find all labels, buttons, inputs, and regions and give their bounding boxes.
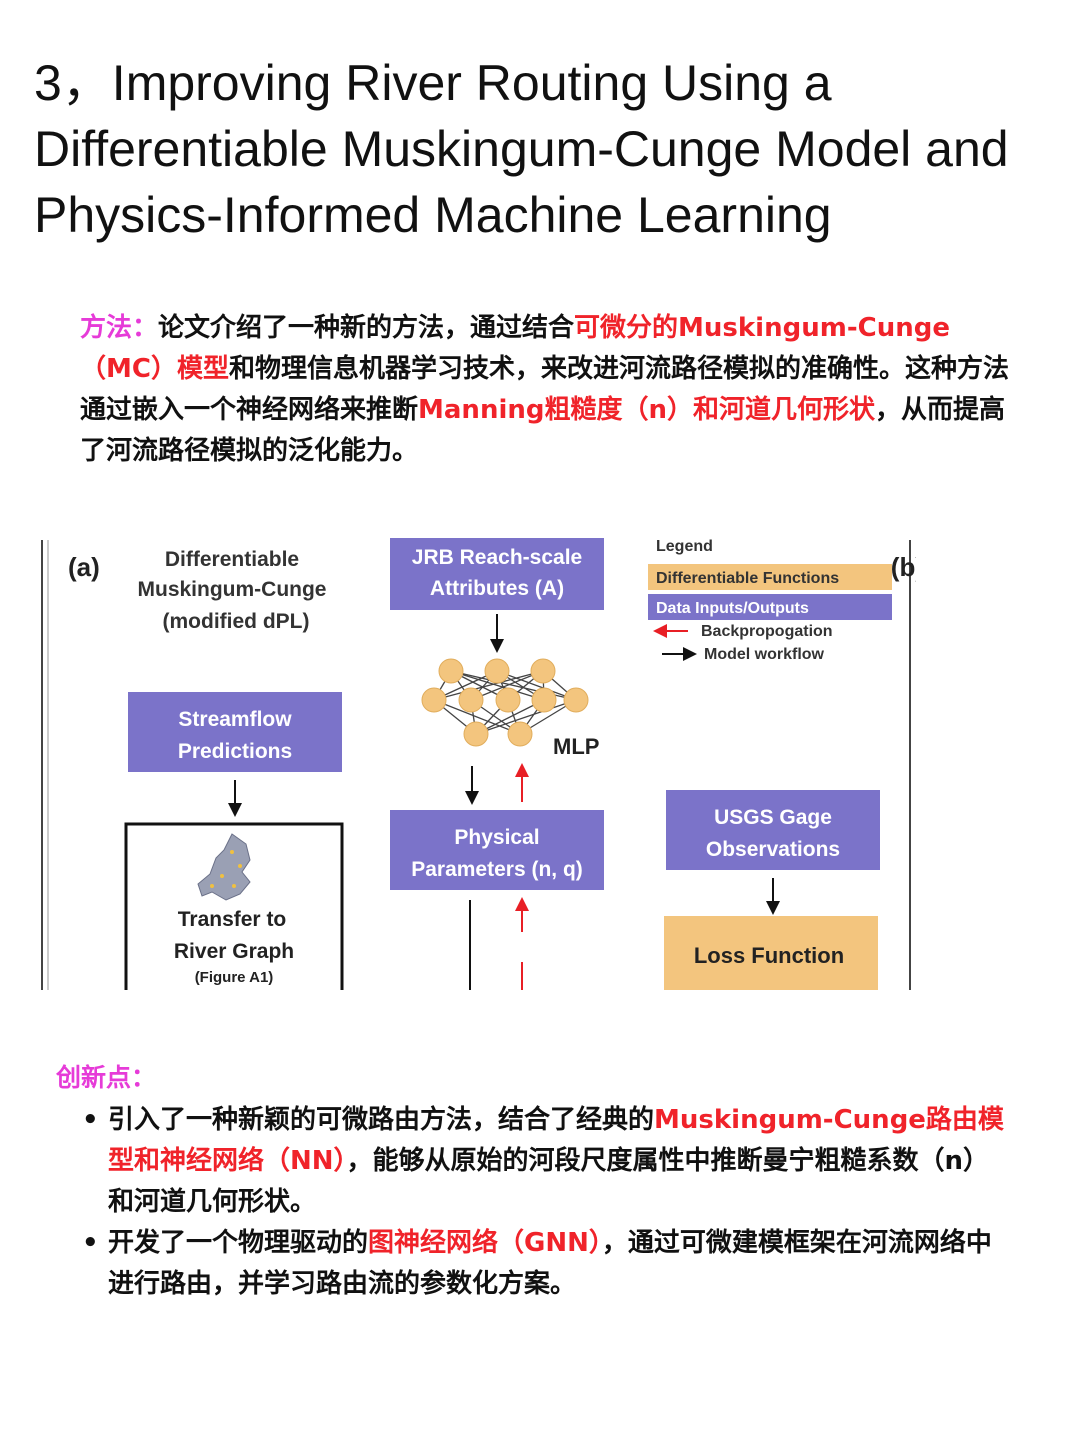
legend-differentiable-label: Differentiable Functions bbox=[656, 570, 839, 587]
panel-b-label: (b) bbox=[891, 552, 916, 582]
method-highlight-1: 可微分的Muskingum-Cunge（MC）模型 bbox=[80, 313, 950, 384]
innovation-2-highlight: 图神经网络（GNN） bbox=[368, 1228, 602, 1258]
diagram-svg: (a) (b) Differentiable Muskingum-Cunge (… bbox=[41, 538, 916, 990]
legend-workflow-label: Model workflow bbox=[704, 646, 825, 663]
innovation-1-highlight: Muskingum-Cunge路由模型和神经网络（NN） bbox=[108, 1105, 1004, 1176]
innovation-item-2: 开发了一个物理驱动的图神经网络（GNN），通过可微建模框架在河流网络中进行路由，… bbox=[80, 1223, 1010, 1305]
streamflow-line-1: Streamflow bbox=[178, 708, 292, 731]
method-highlight-2: Manning粗糙度（n）和河道几何形状 bbox=[418, 395, 875, 425]
mlp-nodes bbox=[421, 658, 589, 747]
usgs-gage-observations-box bbox=[666, 790, 880, 870]
usgs-line-2: Observations bbox=[706, 838, 840, 861]
method-paragraph: 方法：论文介绍了一种新的方法，通过结合可微分的Muskingum-Cunge（M… bbox=[80, 308, 1010, 472]
streamflow-predictions-box bbox=[128, 692, 342, 772]
method-text-3: ，从而提高了河流路径模拟的泛化能力。 bbox=[80, 395, 1006, 466]
legend-data-label: Data Inputs/Outputs bbox=[656, 600, 809, 617]
method-text-1: 论文介绍了一种新的方法，通过结合 bbox=[158, 313, 575, 343]
physical-line-1: Physical bbox=[454, 826, 539, 849]
dmc-title-line-2: Muskingum-Cunge bbox=[138, 578, 327, 601]
river-basin-map-icon bbox=[197, 833, 251, 901]
page-title: 3，Improving River Routing Using a Differ… bbox=[34, 55, 1009, 243]
legend-differentiable-swatch bbox=[648, 564, 892, 590]
innovation-2-text-2: ，通过可微建模框架在河流网络中进行路由，并学习路由流的参数化方案。 bbox=[108, 1228, 992, 1299]
dmc-title-line-3: (modified dPL) bbox=[163, 610, 310, 633]
innovation-2-text-1: 开发了一个物理驱动的 bbox=[108, 1228, 369, 1258]
dmc-title-line-1: Differentiable bbox=[165, 548, 299, 571]
loss-function-box bbox=[664, 916, 878, 990]
physical-line-2: Parameters (n, q) bbox=[411, 858, 583, 881]
innovation-1-text-1: 引入了一种新颖的可微路由方法，结合了经典的 bbox=[108, 1105, 655, 1135]
legend-data-swatch bbox=[648, 594, 892, 620]
jrb-line-2: Attributes (A) bbox=[430, 577, 564, 600]
transfer-line-2: River Graph bbox=[174, 940, 294, 963]
physical-parameters-box bbox=[390, 810, 604, 890]
innovation-list: 引入了一种新颖的可微路由方法，结合了经典的Muskingum-Cunge路由模型… bbox=[80, 1100, 1010, 1305]
legend-backprop-label: Backpropogation bbox=[701, 623, 833, 640]
innovation-1-text-2: ，能够从原始的河段尺度属性中推断曼宁粗糙系数（n）和河道几何形状。 bbox=[108, 1146, 990, 1217]
loss-function-label: Loss Function bbox=[694, 943, 844, 968]
transfer-line-3: (Figure A1) bbox=[195, 969, 274, 986]
model-diagram-figure: (a) (b) Differentiable Muskingum-Cunge (… bbox=[36, 534, 916, 990]
method-label: 方法： bbox=[80, 313, 159, 343]
mlp-label: MLP bbox=[553, 734, 599, 759]
streamflow-line-2: Predictions bbox=[178, 740, 292, 763]
innovation-item-1: 引入了一种新颖的可微路由方法，结合了经典的Muskingum-Cunge路由模型… bbox=[80, 1100, 1010, 1223]
usgs-line-1: USGS Gage bbox=[714, 806, 832, 829]
legend-title: Legend bbox=[656, 538, 713, 555]
panel-a-label: (a) bbox=[68, 552, 100, 582]
jrb-line-1: JRB Reach-scale bbox=[412, 546, 582, 569]
innovation-label: 创新点： bbox=[56, 1063, 157, 1092]
jrb-attributes-box bbox=[390, 538, 604, 610]
method-text-2: 和物理信息机器学习技术，来改进河流路径模拟的准确性。这种方法通过嵌入一个神经网络… bbox=[80, 354, 1009, 425]
transfer-line-1: Transfer to bbox=[178, 908, 287, 931]
